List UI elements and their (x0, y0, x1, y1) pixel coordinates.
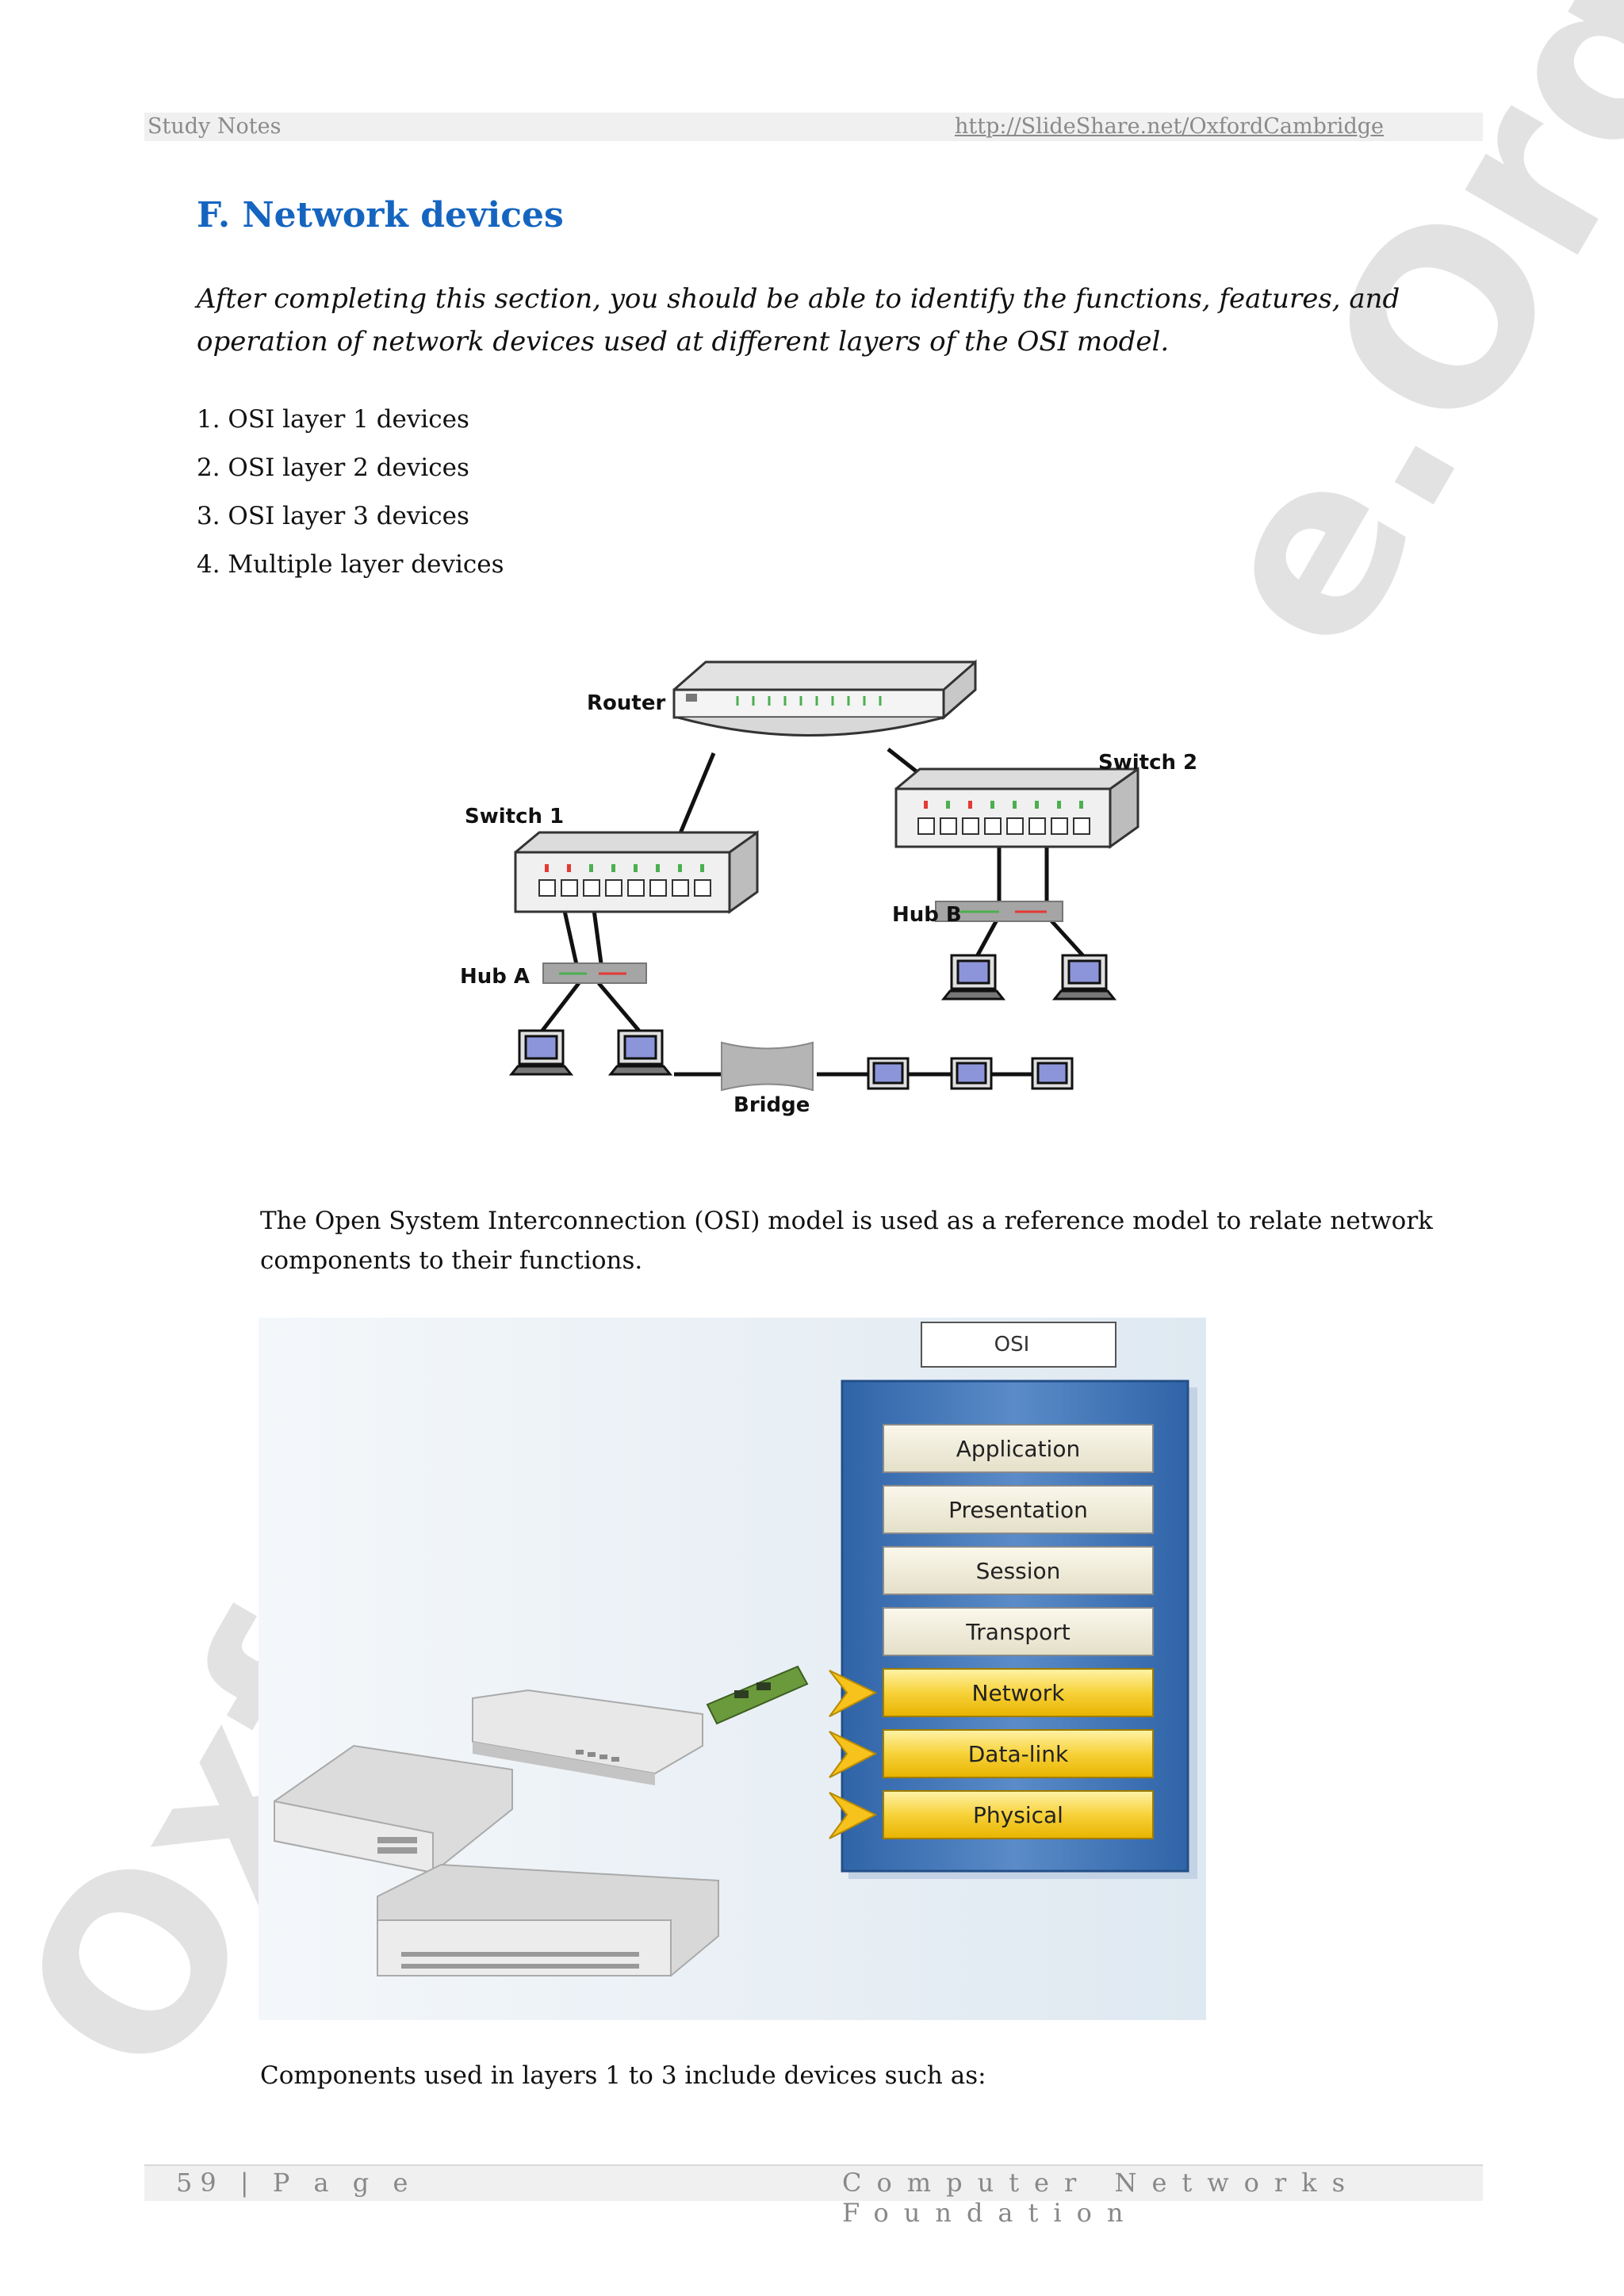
router-icon (672, 659, 977, 737)
computer-icon (950, 1057, 993, 1090)
switch2-label: Switch 2 (1098, 751, 1197, 775)
list-item: 1. OSI layer 1 devices (197, 405, 469, 434)
computer-icon (940, 954, 1006, 1001)
page-label: | P a g e (239, 2168, 416, 2198)
osi-layer-label: Network (972, 1680, 1066, 1706)
computer-icon (867, 1057, 910, 1090)
osi-layer-label: Application (956, 1436, 1080, 1462)
osi-layer: Data-link (883, 1729, 1154, 1778)
osi-layer-label: Transport (965, 1619, 1070, 1645)
arrow-icon (829, 1792, 878, 1839)
hub-icon (935, 901, 1063, 922)
network-card-icon (706, 1665, 809, 1725)
page-number-value: 59 (176, 2168, 224, 2198)
osi-layer: Transport (883, 1607, 1154, 1656)
footer-bar (144, 2164, 1483, 2201)
header-link[interactable]: http://SlideShare.net/OxfordCambridge (955, 114, 1384, 139)
osi-title: OSI (994, 1333, 1030, 1357)
page-number: 59 | P a g e (176, 2168, 416, 2198)
arrow-icon (829, 1670, 878, 1717)
list-item: 3. OSI layer 3 devices (197, 502, 469, 530)
bridge-icon (721, 1041, 814, 1092)
osi-layer-label: Physical (973, 1802, 1063, 1828)
header-bar (144, 113, 1483, 141)
hub-icon (542, 962, 647, 984)
osi-layer-label: Presentation (948, 1497, 1088, 1523)
osi-layer: Application (883, 1424, 1154, 1473)
router-label: Router (587, 691, 665, 715)
router-icon (472, 1689, 703, 1785)
osi-layer-label: Session (976, 1558, 1061, 1584)
osi-model-figure: OSI Application Presentation Session Tra… (259, 1318, 1206, 2020)
section-intro: After completing this section, you shoul… (197, 283, 1400, 358)
section-title: F. Network devices (197, 195, 564, 235)
footer-title: Computer Networks Foundation (842, 2168, 1361, 2228)
arrow-icon (829, 1731, 878, 1778)
bridge-label: Bridge (733, 1093, 810, 1117)
network-devices-diagram: Router Switch 1 Switch 2 H (460, 642, 1213, 1118)
switch-icon (514, 830, 759, 914)
list-item: 4. Multiple layer devices (197, 550, 504, 579)
header-title: Study Notes (147, 114, 282, 139)
computer-icon (1031, 1057, 1074, 1090)
switch-icon (274, 1744, 513, 1874)
hubA-label: Hub A (460, 965, 530, 989)
osi-layer: Network (883, 1668, 1154, 1717)
osi-layer: Session (883, 1546, 1154, 1595)
server-icon (377, 1863, 719, 1976)
computer-icon (607, 1029, 673, 1076)
osi-layer: Physical (883, 1790, 1154, 1839)
device-list: 1. OSI layer 1 devices 2. OSI layer 2 de… (197, 400, 504, 594)
switch-icon (894, 767, 1139, 849)
paragraph: The Open System Interconnection (OSI) mo… (260, 1207, 1433, 1275)
paragraph: Components used in layers 1 to 3 include… (260, 2061, 986, 2090)
osi-layer: Presentation (883, 1485, 1154, 1534)
hubB-label: Hub B (892, 903, 962, 927)
computer-icon (508, 1029, 574, 1076)
switch1-label: Switch 1 (465, 805, 564, 828)
list-item: 2. OSI layer 2 devices (197, 453, 469, 482)
computer-icon (1051, 954, 1117, 1001)
osi-layer-label: Data-link (968, 1741, 1069, 1767)
